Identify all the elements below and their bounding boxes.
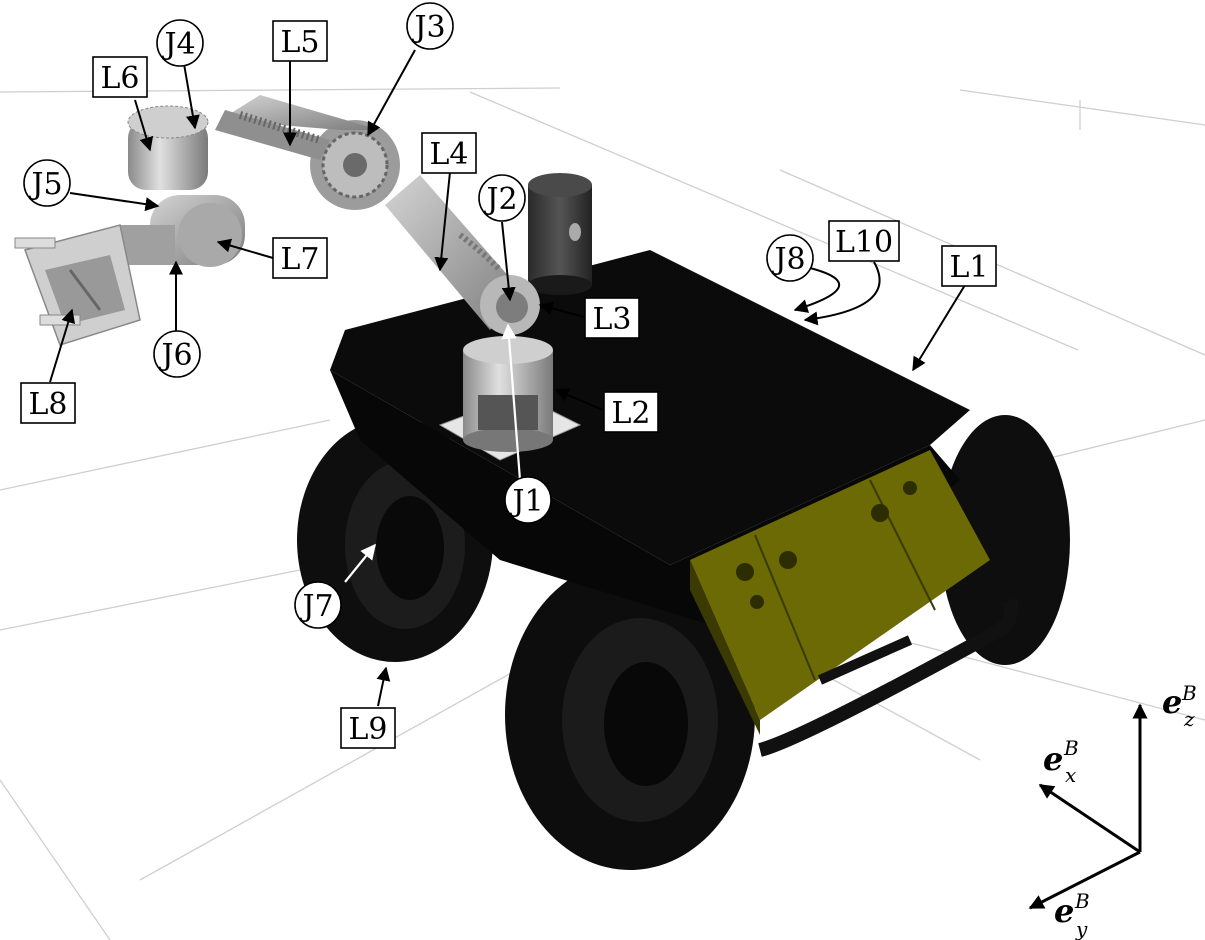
link-label-l9: L9 — [340, 707, 396, 749]
joint-label-j1: J1 — [504, 476, 552, 524]
svg-text:e: e — [1043, 740, 1063, 778]
svg-text:J8: J8 — [771, 242, 805, 277]
svg-text:J6: J6 — [158, 338, 192, 373]
svg-text:e: e — [1054, 892, 1074, 930]
link-label-l7: L7 — [272, 237, 328, 279]
joint-labels: J1 J2 J3 J4 J5 J6 J7 J8 — [23, 2, 814, 629]
svg-text:J7: J7 — [299, 589, 333, 624]
svg-text:J4: J4 — [161, 27, 195, 62]
joint-label-j4: J4 — [156, 19, 204, 67]
body-frame-axes: e B z e B x e B y — [1028, 681, 1197, 940]
svg-text:B: B — [1181, 681, 1197, 705]
axis-y-arrow — [1028, 850, 1141, 910]
link-label-l4: L4 — [421, 132, 477, 174]
battery-box — [690, 450, 1019, 757]
wheel-front-left — [505, 560, 755, 870]
leader-lines — [49, 49, 966, 707]
svg-text:L6: L6 — [100, 61, 139, 96]
joint-label-j3: J3 — [406, 2, 454, 50]
link-label-l10: L10 — [828, 220, 900, 262]
axis-x-arrow — [1038, 783, 1141, 854]
svg-text:L9: L9 — [348, 712, 387, 747]
svg-text:L2: L2 — [611, 396, 650, 431]
svg-text:J3: J3 — [411, 10, 445, 45]
svg-text:e: e — [1162, 683, 1182, 721]
svg-text:J5: J5 — [28, 167, 62, 202]
joint-label-j5: J5 — [23, 159, 71, 207]
svg-text:B: B — [1074, 889, 1090, 913]
svg-text:z: z — [1183, 707, 1195, 731]
svg-text:L1: L1 — [949, 250, 988, 285]
joint-label-j8: J8 — [766, 234, 814, 282]
link-label-l3: L3 — [584, 297, 640, 339]
wheel-rear-right — [940, 415, 1070, 665]
link-label-l1: L1 — [941, 245, 997, 287]
arm-base — [438, 336, 582, 461]
svg-text:L4: L4 — [429, 137, 468, 172]
joint-label-j2: J2 — [478, 174, 526, 222]
svg-text:L8: L8 — [28, 387, 67, 422]
svg-text:y: y — [1075, 917, 1088, 940]
joint-label-j7: J7 — [294, 581, 342, 629]
svg-text:L10: L10 — [835, 225, 893, 260]
svg-text:L5: L5 — [280, 25, 319, 60]
svg-text:x: x — [1065, 763, 1076, 787]
axis-label-x: e B x — [1043, 736, 1079, 787]
link-label-l5: L5 — [272, 20, 328, 62]
link-label-l6: L6 — [92, 56, 148, 98]
svg-text:J2: J2 — [483, 182, 517, 217]
link-labels: L1 L2 L3 L4 L5 L6 L7 L8 L9 L10 — [20, 20, 997, 749]
svg-text:J1: J1 — [509, 484, 543, 519]
lidar-sensor — [528, 173, 592, 295]
svg-text:B: B — [1063, 736, 1079, 760]
joint-label-j6: J6 — [153, 330, 201, 378]
svg-text:L3: L3 — [592, 302, 631, 337]
axis-label-z: e B z — [1162, 681, 1197, 731]
axis-label-y: e B y — [1054, 889, 1090, 940]
svg-text:L7: L7 — [280, 242, 319, 277]
robot-arm — [120, 95, 540, 335]
link-label-l8: L8 — [20, 382, 76, 424]
link-label-l2: L2 — [603, 391, 659, 433]
gripper — [14, 224, 141, 346]
